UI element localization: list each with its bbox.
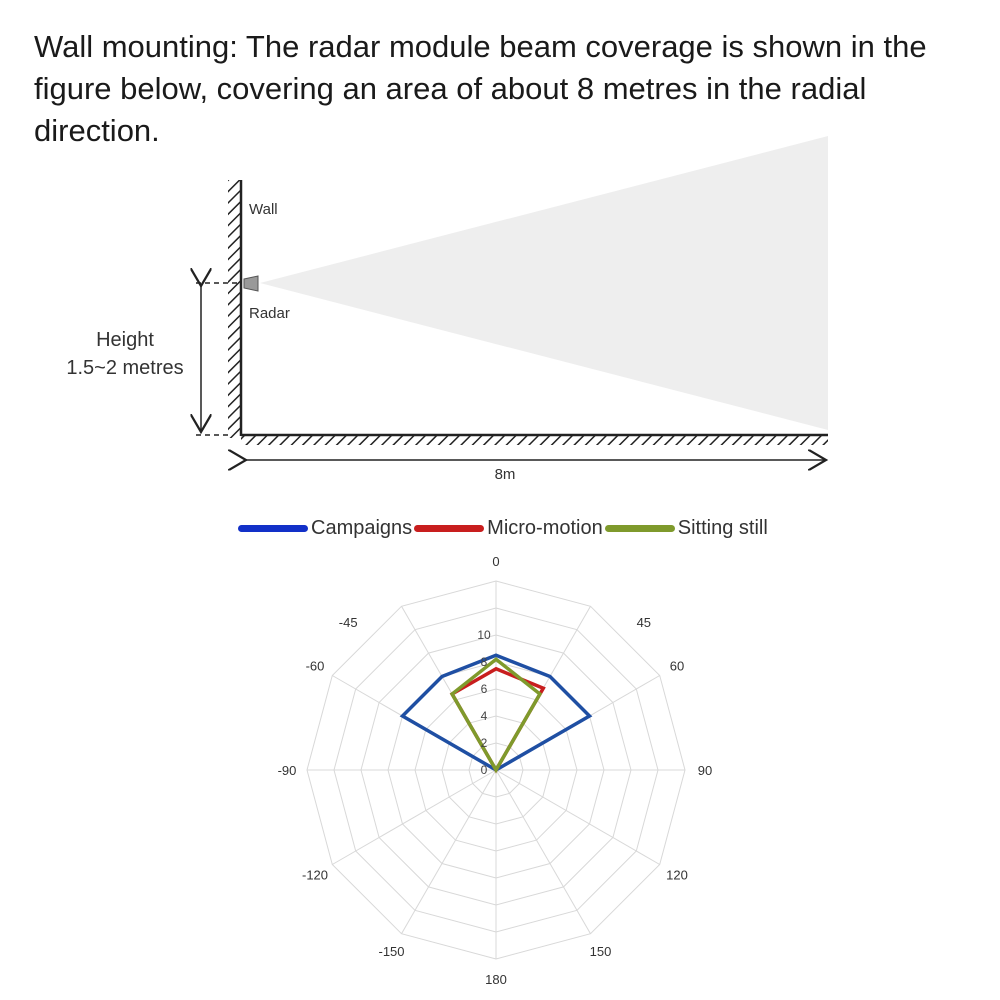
distance-label: 8m: [495, 466, 516, 483]
angle-label-120: 120: [666, 868, 688, 883]
radar-icon: [243, 275, 259, 292]
radial-tick-2: 2: [481, 736, 488, 750]
grid-spoke-210: [401, 769, 497, 934]
angle-label-150: 150: [590, 944, 612, 959]
angle-label--90: -90: [278, 763, 297, 778]
radial-tick-0: 0: [481, 763, 488, 777]
grid-spoke-150: [495, 769, 591, 934]
legend-item-sitting-still: Sitting still: [604, 516, 770, 540]
angle-label--60: -60: [306, 659, 325, 674]
height-label-line1: Height: [96, 329, 154, 351]
wall-label: Wall: [249, 201, 278, 218]
radar-label: Radar: [249, 305, 290, 322]
radar-chart: 0 2 4 6 8 10 0 45 60 90 120 150 180 -150 -120 -90 -60 -45: [278, 554, 713, 987]
grid-spoke-120: [495, 769, 660, 865]
legend-label-sitting-still: Sitting still: [677, 516, 768, 539]
mounting-diagram: Wall Radar Height 1.5~2 metres 8m: [66, 136, 828, 483]
beam-coverage: [260, 136, 828, 430]
radar-series: [399, 653, 593, 774]
radial-tick-6: 6: [481, 682, 488, 696]
radial-tick-4: 4: [481, 709, 488, 723]
radial-tick-10: 10: [477, 628, 491, 642]
legend-label-campaigns: Campaigns: [311, 516, 413, 539]
legend-swatch-campaigns: [238, 524, 308, 532]
angle-label-0: 0: [492, 554, 499, 569]
radar-labels: 0 2 4 6 8 10 0 45 60 90 120 150 180 -150 -120 -90 -60 -45: [278, 554, 713, 987]
angle-label-90: 90: [698, 763, 712, 778]
floor-hatch: [241, 435, 828, 445]
series-sitting-still: [449, 657, 543, 774]
legend-swatch-micro-motion: [414, 524, 485, 532]
angle-label--45: -45: [339, 615, 358, 630]
grid-spoke-240: [332, 769, 497, 865]
height-label-line2: 1.5~2 metres: [66, 357, 183, 379]
legend-item-micro-motion: Micro-motion: [414, 517, 605, 540]
legend-item-campaigns: Campaigns: [238, 517, 414, 540]
angle-label--120: -120: [302, 868, 328, 883]
legend-label-micro-motion: Micro-motion: [487, 516, 603, 539]
legend-swatch-sitting-still: [604, 524, 675, 532]
angle-label--150: -150: [378, 944, 404, 959]
chart-legend: Campaigns Micro-motion Sitting still: [238, 512, 770, 544]
angle-label-45: 45: [637, 615, 651, 630]
angle-label-60: 60: [670, 659, 684, 674]
angle-label-180: 180: [485, 972, 507, 987]
radial-tick-8: 8: [481, 655, 488, 669]
intro-text: Wall mounting: The radar module beam cov…: [34, 29, 927, 148]
wall-hatch: [228, 180, 240, 438]
